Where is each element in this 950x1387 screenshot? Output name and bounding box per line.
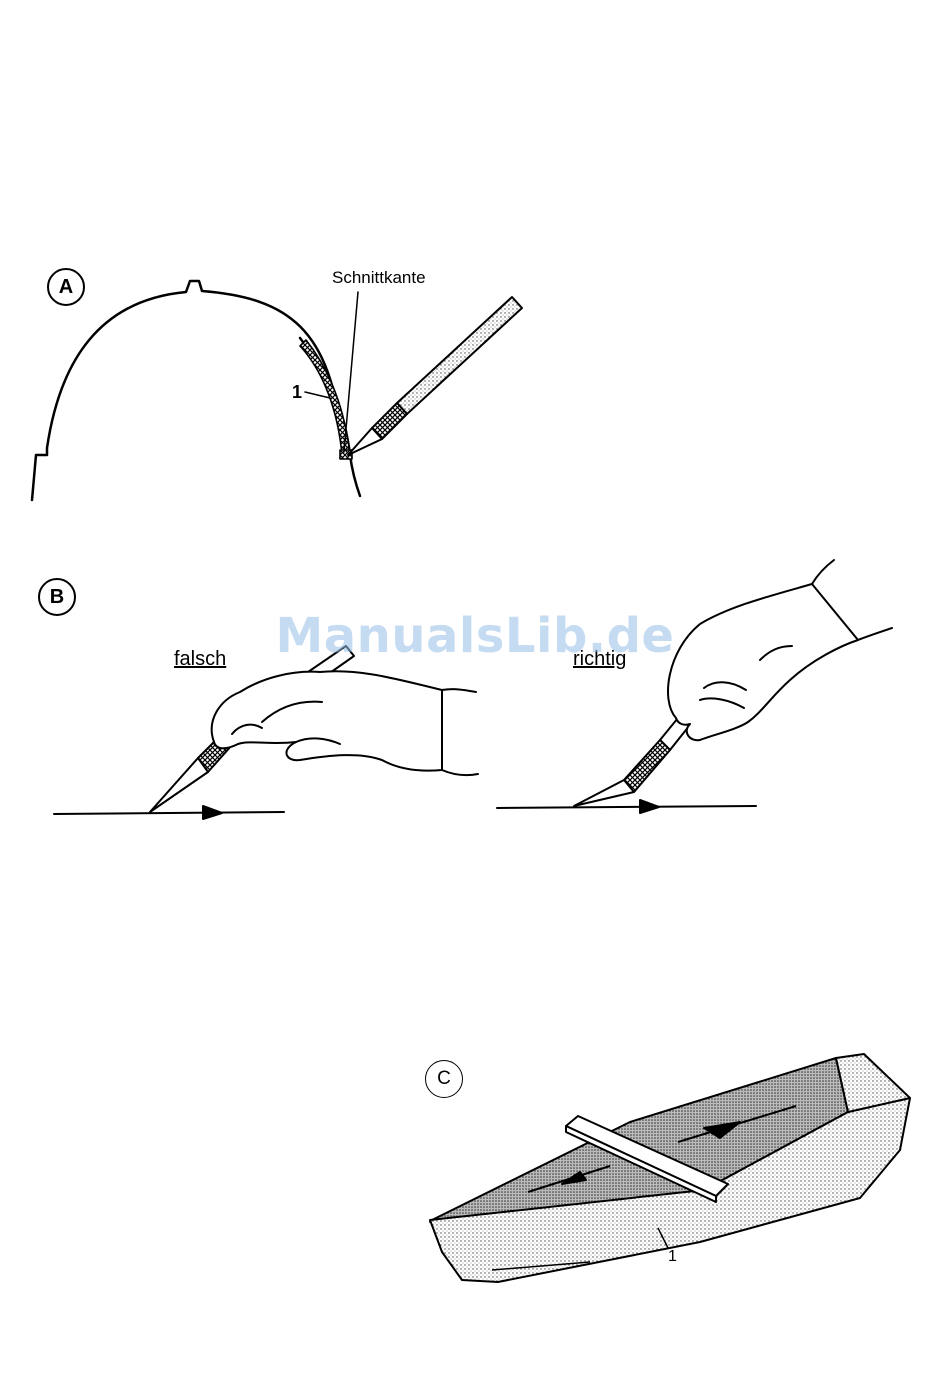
right-cut-line [497, 806, 756, 808]
hull-skin [300, 338, 360, 496]
figure-b-right-drawing [497, 560, 892, 813]
wrong-arrowhead [203, 806, 222, 819]
knife-a-handle [397, 297, 522, 414]
figure-b-wrong-drawing [54, 646, 478, 819]
right-knife-grip [624, 740, 670, 792]
wrong-cuff [442, 689, 478, 775]
right-knife-blade [574, 780, 634, 806]
figure-a-part-number: 1 [292, 382, 302, 403]
wrong-knife-blade [150, 758, 208, 812]
knife-a-blade [348, 428, 382, 455]
wrong-hand [212, 671, 442, 770]
wrong-cut-line [54, 812, 284, 814]
figure-a-badge: A [47, 268, 85, 306]
knife-a [348, 297, 522, 455]
cut-edge-leader [344, 292, 358, 452]
watermark: ManualsLib.de [0, 608, 950, 664]
cut-edge-label: Schnittkante [332, 268, 426, 288]
figure-c-badge: C [425, 1060, 463, 1098]
right-arrowhead [640, 800, 659, 813]
figure-c-part-number: 1 [668, 1248, 677, 1266]
figure-a-drawing [32, 281, 360, 500]
part-1-leader [305, 392, 330, 398]
